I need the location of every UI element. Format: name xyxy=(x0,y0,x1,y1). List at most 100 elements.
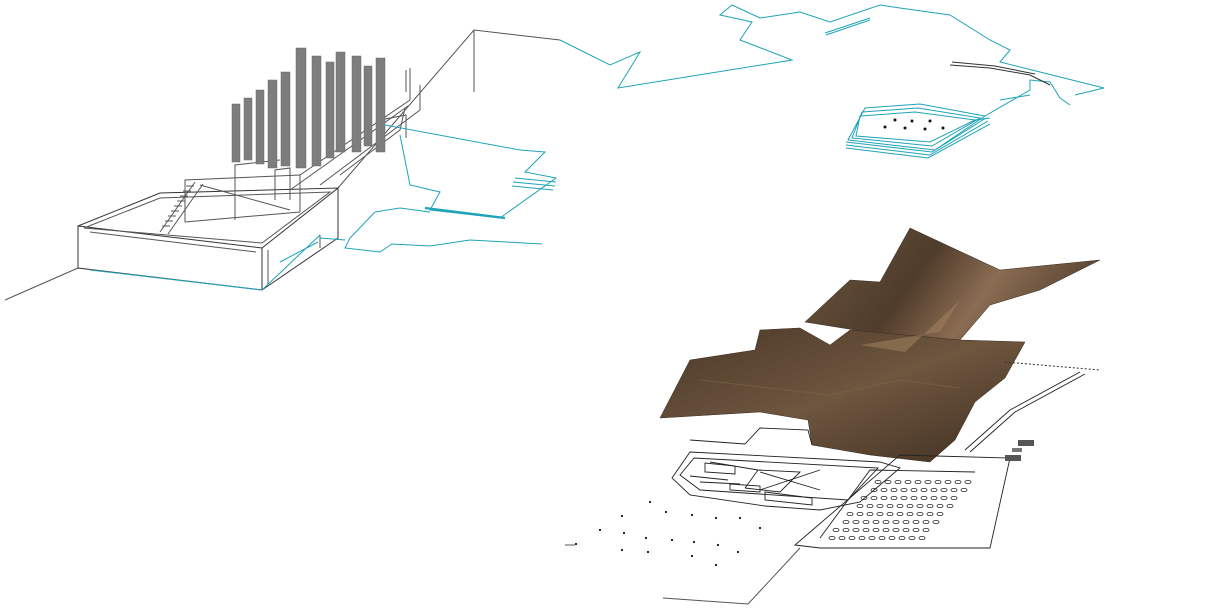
seat xyxy=(930,487,938,492)
seat xyxy=(900,487,908,492)
seat xyxy=(898,536,906,541)
seat xyxy=(832,528,840,533)
seat xyxy=(904,479,912,484)
terrain-surface[interactable] xyxy=(659,227,1101,463)
column-point xyxy=(622,531,626,535)
seat xyxy=(876,512,884,517)
seat xyxy=(912,528,920,533)
seat xyxy=(940,487,948,492)
seat xyxy=(892,520,900,525)
seat xyxy=(922,528,930,533)
seat xyxy=(866,512,874,517)
seat xyxy=(872,528,880,533)
seat xyxy=(842,520,850,525)
building-massing-model[interactable] xyxy=(4,29,561,301)
seat xyxy=(884,479,892,484)
column-point xyxy=(670,538,674,542)
column-point xyxy=(692,540,696,544)
column-point xyxy=(644,536,648,540)
seat xyxy=(922,520,930,525)
column-point xyxy=(690,513,694,517)
site-context-linework[interactable] xyxy=(89,4,1105,291)
column-point xyxy=(648,500,652,504)
seat xyxy=(828,536,836,541)
seat xyxy=(960,487,968,492)
seat xyxy=(900,495,908,500)
column-point xyxy=(620,514,624,518)
seat xyxy=(936,512,944,517)
column-point xyxy=(598,528,602,532)
seat xyxy=(848,536,856,541)
seat xyxy=(882,528,890,533)
column-point xyxy=(714,516,718,520)
seat xyxy=(842,528,850,533)
column-point xyxy=(736,550,740,554)
seat xyxy=(950,487,958,492)
seat xyxy=(860,495,868,500)
seat xyxy=(964,479,972,484)
column-point xyxy=(620,548,624,552)
seat xyxy=(920,495,928,500)
seat xyxy=(918,536,926,541)
seat xyxy=(862,520,870,525)
seat xyxy=(940,495,948,500)
column-grid-points xyxy=(574,500,762,567)
seat xyxy=(852,528,860,533)
pillar-array xyxy=(231,47,386,169)
seat xyxy=(910,495,918,500)
seat xyxy=(870,495,878,500)
seat xyxy=(946,503,954,508)
seat xyxy=(846,512,854,517)
pool-platform xyxy=(845,103,991,159)
column-point xyxy=(738,516,742,520)
seat xyxy=(862,528,870,533)
seating-grid xyxy=(828,479,972,541)
seat xyxy=(934,479,942,484)
seat xyxy=(906,503,914,508)
seat xyxy=(896,512,904,517)
seat xyxy=(858,536,866,541)
seat xyxy=(878,536,886,541)
seat xyxy=(890,487,898,492)
seat xyxy=(870,487,878,492)
ground-floor-plan[interactable] xyxy=(565,361,1101,605)
seat xyxy=(936,503,944,508)
seat xyxy=(908,536,916,541)
column-point xyxy=(716,543,720,547)
seat xyxy=(838,536,846,541)
seat xyxy=(880,495,888,500)
column-point xyxy=(574,542,578,546)
seat xyxy=(930,495,938,500)
seat xyxy=(944,479,952,484)
seat xyxy=(874,479,882,484)
seat xyxy=(882,520,890,525)
seat xyxy=(902,528,910,533)
seat xyxy=(856,512,864,517)
stair xyxy=(159,181,204,235)
column-point xyxy=(664,510,668,514)
seat xyxy=(886,512,894,517)
column-point xyxy=(714,563,718,567)
seat xyxy=(894,479,902,484)
seat xyxy=(932,520,940,525)
seat xyxy=(896,503,904,508)
seat xyxy=(892,528,900,533)
seat xyxy=(926,503,934,508)
seat xyxy=(856,503,864,508)
column-point xyxy=(646,550,650,554)
seat xyxy=(888,536,896,541)
seat xyxy=(906,512,914,517)
seat xyxy=(886,503,894,508)
seat xyxy=(902,520,910,525)
column-point xyxy=(758,526,762,530)
seat xyxy=(852,520,860,525)
seat xyxy=(866,503,874,508)
seat xyxy=(876,503,884,508)
seat xyxy=(954,479,962,484)
seat xyxy=(868,536,876,541)
seat xyxy=(890,495,898,500)
seat xyxy=(912,520,920,525)
seat xyxy=(914,479,922,484)
seat xyxy=(916,503,924,508)
